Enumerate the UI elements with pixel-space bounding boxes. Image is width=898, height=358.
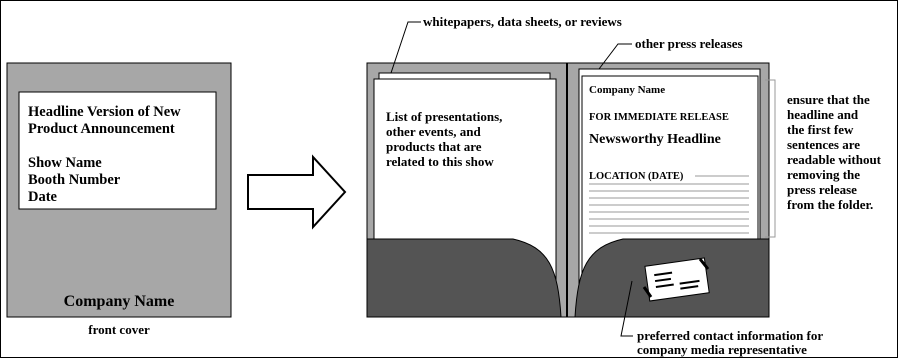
callout-press-releases: other press releases bbox=[598, 36, 743, 70]
cover-date: Date bbox=[28, 189, 58, 205]
press-release-location: LOCATION (DATE) bbox=[589, 171, 684, 182]
business-card-icon bbox=[642, 257, 710, 302]
readable-note-line-2: headline and bbox=[787, 107, 859, 122]
cover-headline-line-2: Product Announcement bbox=[28, 121, 175, 137]
list-line-2: other events, and bbox=[386, 124, 482, 139]
card-slot-right bbox=[698, 258, 710, 270]
readable-note-line-3: the first few bbox=[787, 122, 854, 137]
press-release-company: Company Name bbox=[589, 84, 665, 96]
right-arrow-outline-icon bbox=[247, 154, 347, 230]
callout-contact: preferred contact information for compan… bbox=[620, 280, 823, 357]
readable-note-line-5: readable without bbox=[787, 152, 882, 167]
callout-readable-note: ensure that the headline and the first f… bbox=[765, 79, 882, 238]
readable-note-line-6: removing the bbox=[787, 167, 860, 182]
cover-show-name: Show Name bbox=[28, 155, 102, 171]
front-cover: Headline Version of New Product Announce… bbox=[6, 62, 232, 318]
front-cover-caption: front cover bbox=[88, 322, 150, 337]
press-release-headline: Newsworthy Headline bbox=[589, 132, 721, 147]
callout-press-releases-text: other press releases bbox=[635, 36, 743, 51]
press-release-release-line: FOR IMMEDIATE RELEASE bbox=[589, 112, 729, 123]
list-line-4: related to this show bbox=[386, 154, 494, 169]
cover-label-box bbox=[18, 91, 217, 210]
open-folder: List of presentations, other events, and… bbox=[366, 62, 770, 318]
readable-note-line-1: ensure that the bbox=[787, 92, 870, 107]
callout-contact-line-1: preferred contact information for bbox=[637, 328, 823, 343]
press-release-body-lines bbox=[589, 175, 749, 234]
readable-note-line-7: press release bbox=[787, 182, 857, 197]
readable-note-line-8: from the folder. bbox=[787, 197, 873, 212]
callout-whitepapers-text: whitepapers, data sheets, or reviews bbox=[423, 14, 622, 29]
cover-booth-number: Booth Number bbox=[28, 172, 121, 188]
card-slot-left bbox=[642, 286, 653, 298]
left-pocket bbox=[366, 238, 562, 318]
cover-company-name: Company Name bbox=[64, 293, 175, 310]
list-line-1: List of presentations, bbox=[386, 109, 502, 124]
list-line-3: products that are bbox=[386, 139, 482, 154]
callout-whitepapers: whitepapers, data sheets, or reviews bbox=[390, 14, 622, 74]
cover-headline-line-1: Headline Version of New bbox=[28, 104, 181, 120]
callout-contact-line-2: company media representative bbox=[637, 342, 807, 357]
readable-note-line-4: sentences are bbox=[787, 137, 860, 152]
readable-bracket bbox=[765, 79, 776, 238]
